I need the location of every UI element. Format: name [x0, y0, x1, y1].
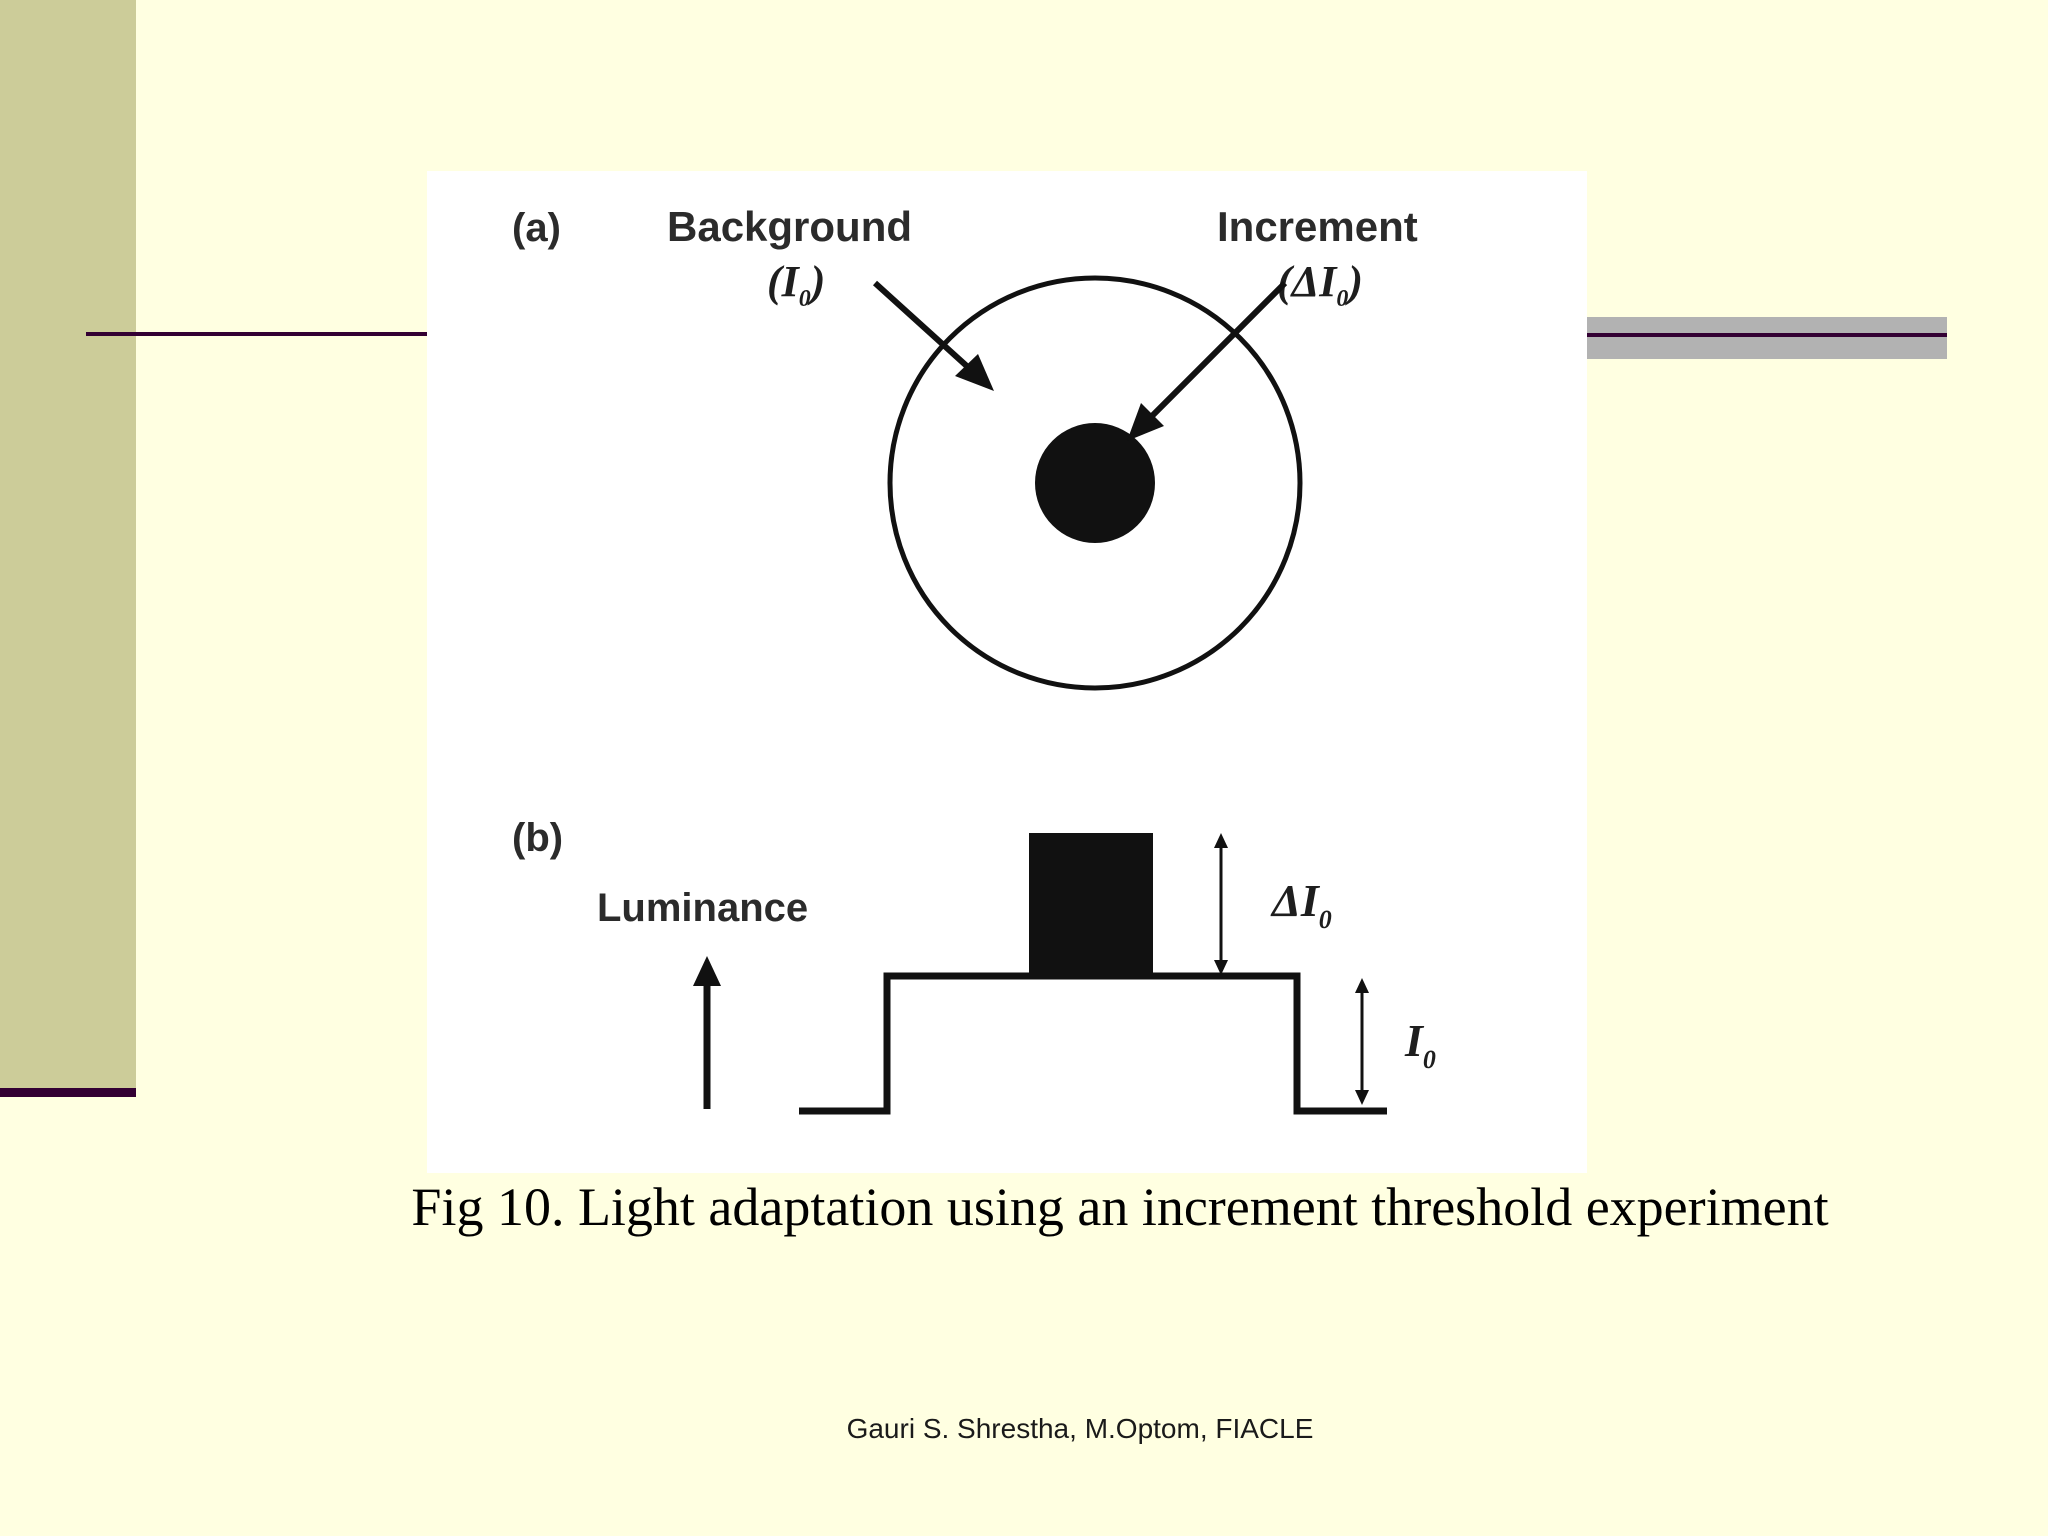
luminance-arrowhead [693, 956, 721, 986]
background-symbol: (I0) [767, 257, 825, 312]
luminance-axis-label: Luminance [597, 886, 808, 930]
panel-b-label: (b) [512, 816, 563, 860]
background-dimension-top [1355, 978, 1369, 993]
background-field-circle [887, 275, 1303, 691]
i0-label: I0 [1404, 1015, 1436, 1074]
panel-a-label: (a) [512, 206, 561, 250]
increment-dimension-bottom [1214, 960, 1228, 975]
luminance-profile [799, 972, 1387, 1115]
increment-threshold-diagram: (a) Background (I0) Increment (ΔI0) (b) … [512, 203, 1436, 1115]
background-label: Background [667, 203, 912, 250]
background-arrow [872, 280, 983, 381]
title-rule-gray-band [1585, 317, 1947, 359]
figure-image: (a) Background (I0) Increment (ΔI0) (b) … [427, 171, 1587, 1173]
figure-caption: Fig 10. Light adaptation using an increm… [411, 1177, 1829, 1237]
delta-i0-label: ΔI0 [1270, 875, 1332, 934]
title-rule-right [1585, 333, 1947, 337]
left-accent-bar [0, 0, 136, 1088]
increment-symbol: (ΔI0) [1277, 257, 1363, 312]
increment-pulse [1029, 833, 1153, 976]
increment-arrowhead [1127, 403, 1164, 441]
left-bar-bottom-line [0, 1088, 136, 1097]
increment-arrow [1139, 280, 1288, 429]
background-dimension-bottom [1355, 1090, 1369, 1105]
increment-label: Increment [1217, 203, 1418, 250]
footer-author: Gauri S. Shrestha, M.Optom, FIACLE [846, 1413, 1314, 1444]
background-arrowhead [955, 354, 994, 391]
increment-dimension-top [1214, 833, 1228, 848]
increment-spot [1035, 423, 1155, 543]
title-rule-left [86, 332, 431, 336]
